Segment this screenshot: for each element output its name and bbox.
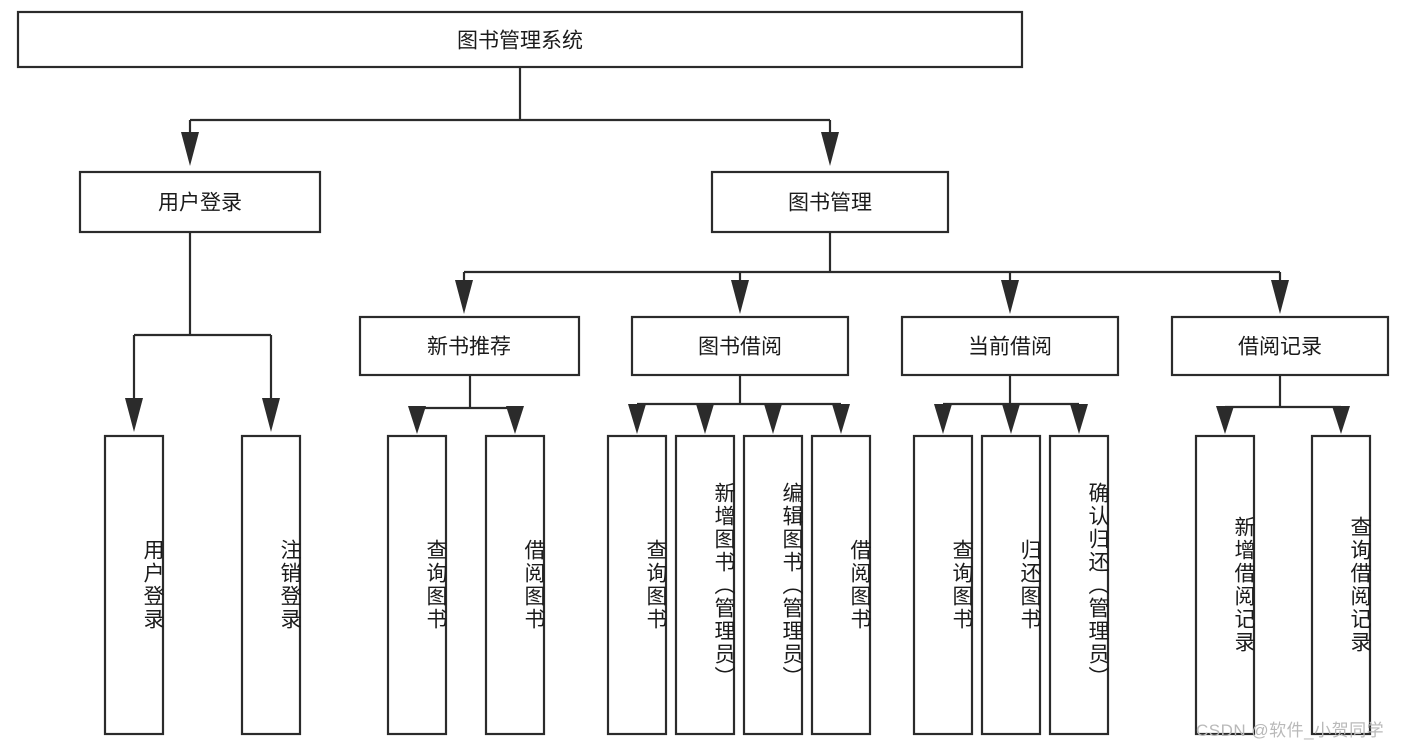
arrow-head-icon <box>1216 406 1234 434</box>
edge-group-root <box>181 67 839 166</box>
node-borrow-record[interactable]: 借阅记录 <box>1170 315 1390 377</box>
node-book-borrow[interactable]: 图书借阅 <box>630 315 850 377</box>
edge-group-borrow-record <box>1216 375 1350 434</box>
edge-group-book-borrow <box>628 375 850 434</box>
node-box-leaf-query-book-2[interactable] <box>606 434 668 736</box>
arrow-head-icon <box>934 404 952 434</box>
node-label-current-borrow: 当前借阅 <box>968 336 1052 359</box>
node-label-book-manage: 图书管理 <box>788 192 872 215</box>
arrow-head-icon <box>1271 280 1289 314</box>
arrow-head-icon <box>832 404 850 434</box>
node-book-manage[interactable]: 图书管理 <box>710 170 950 234</box>
node-box-leaf-add-record[interactable] <box>1194 434 1256 736</box>
node-label-user-login: 用户登录 <box>158 192 242 215</box>
node-box-root[interactable] <box>16 10 1024 69</box>
node-new-book-rec[interactable]: 新书推荐 <box>358 315 581 377</box>
node-box-current-borrow[interactable] <box>900 315 1120 377</box>
node-label-root: 图书管理系统 <box>457 30 583 53</box>
node-box-new-book-rec[interactable] <box>358 315 581 377</box>
arrow-head-icon <box>628 404 646 434</box>
arrow-head-icon <box>731 280 749 314</box>
node-leaf-borrow-book-1[interactable] <box>484 434 546 736</box>
arrow-head-icon <box>764 404 782 434</box>
node-label-book-borrow: 图书借阅 <box>698 336 782 359</box>
node-leaf-return-book[interactable] <box>980 434 1042 736</box>
arrow-head-icon <box>455 280 473 314</box>
node-user-login[interactable]: 用户登录 <box>78 170 322 234</box>
arrow-head-icon <box>262 398 280 432</box>
edge-group-new-book-rec <box>408 375 524 434</box>
node-box-leaf-query-record[interactable] <box>1310 434 1372 736</box>
node-leaf-borrow-book-2[interactable] <box>810 434 872 736</box>
node-leaf-user-logout[interactable] <box>240 434 302 736</box>
node-box-leaf-borrow-book-2[interactable] <box>810 434 872 736</box>
arrow-head-icon <box>506 406 524 434</box>
edge-group-current-borrow <box>934 375 1088 434</box>
arrow-head-icon <box>1070 404 1088 434</box>
node-label-borrow-record: 借阅记录 <box>1238 336 1322 359</box>
node-box-leaf-borrow-book-1[interactable] <box>484 434 546 736</box>
arrow-head-icon <box>1002 404 1020 434</box>
node-box-leaf-confirm-return[interactable] <box>1048 434 1110 736</box>
node-leaf-user-login[interactable] <box>103 434 165 736</box>
node-box-book-borrow[interactable] <box>630 315 850 377</box>
arrow-head-icon <box>408 406 426 434</box>
node-box-leaf-edit-book[interactable] <box>742 434 804 736</box>
node-leaf-query-book-3[interactable] <box>912 434 974 736</box>
node-leaf-query-book-2[interactable] <box>606 434 668 736</box>
node-box-user-login[interactable] <box>78 170 322 234</box>
edge-group-book-manage <box>455 232 1289 314</box>
node-leaf-confirm-return[interactable] <box>1048 434 1110 736</box>
watermark-text: CSDN @软件_小贺同学 <box>1196 721 1385 740</box>
node-box-leaf-user-logout[interactable] <box>240 434 302 736</box>
node-current-borrow[interactable]: 当前借阅 <box>900 315 1120 377</box>
arrow-head-icon <box>821 132 839 166</box>
arrow-head-icon <box>125 398 143 432</box>
node-box-leaf-add-book[interactable] <box>674 434 736 736</box>
node-box-borrow-record[interactable] <box>1170 315 1390 377</box>
node-box-leaf-query-book-1[interactable] <box>386 434 448 736</box>
node-leaf-add-record[interactable] <box>1194 434 1256 736</box>
arrow-head-icon <box>696 404 714 434</box>
node-label-new-book-rec: 新书推荐 <box>427 336 511 359</box>
node-leaf-query-record[interactable] <box>1310 434 1372 736</box>
node-box-book-manage[interactable] <box>710 170 950 234</box>
node-leaf-query-book-1[interactable] <box>386 434 448 736</box>
node-box-leaf-query-book-3[interactable] <box>912 434 974 736</box>
arrow-head-icon <box>1001 280 1019 314</box>
node-root[interactable]: 图书管理系统 <box>16 10 1024 69</box>
edge-group-user-login <box>125 232 280 432</box>
node-box-leaf-return-book[interactable] <box>980 434 1042 736</box>
node-box-leaf-user-login[interactable] <box>103 434 165 736</box>
node-leaf-edit-book[interactable] <box>742 434 804 736</box>
arrow-head-icon <box>1332 406 1350 434</box>
leaf-box-layer <box>103 434 1372 736</box>
arrow-head-icon <box>181 132 199 166</box>
node-leaf-add-book[interactable] <box>674 434 736 736</box>
